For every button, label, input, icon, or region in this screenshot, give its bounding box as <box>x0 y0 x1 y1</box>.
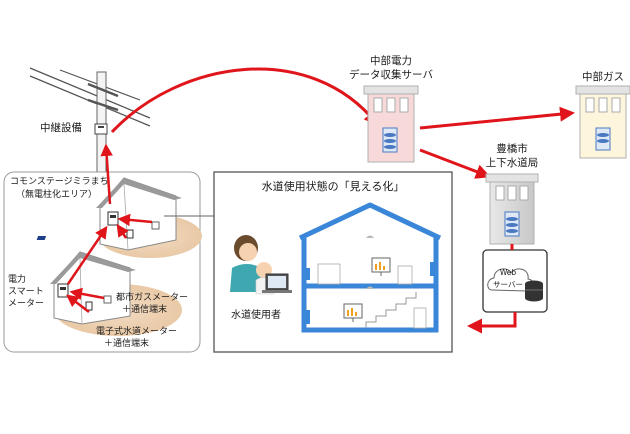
arrow-water-to-meter <box>116 223 129 239</box>
web-server-label-1: Web <box>500 268 517 277</box>
arrow-meter-to-relay <box>100 143 113 205</box>
arrow-gas-to-meter <box>117 213 153 227</box>
smart-meter-icon <box>107 211 119 226</box>
arrow-web-to-visualization <box>467 312 517 334</box>
chubu-power-label-2: データ収集サーバ <box>349 68 433 81</box>
water-user-illustration <box>230 235 292 295</box>
toyohashi-building <box>485 173 539 245</box>
smart-meter-icon <box>57 283 69 298</box>
web-server <box>482 249 548 313</box>
toyohashi-label-2: 上下水道局 <box>486 156 539 169</box>
arrow-water-lower <box>66 294 90 313</box>
arrow-power-to-gas <box>419 106 575 130</box>
house-cross-section <box>298 202 442 333</box>
arrow-gas-lower <box>69 287 105 300</box>
chubu-gas-label: 中部ガス <box>582 70 624 83</box>
water-meter-label-2: ＋通信端末 <box>104 337 149 349</box>
toyohashi-label-1: 豊橋市 <box>496 142 528 155</box>
community-label-2: （無電柱化エリア） <box>16 188 97 200</box>
arrow-relay-to-power <box>110 67 379 134</box>
chubu-power-label-1: 中部電力 <box>370 54 412 67</box>
visualization-title: 水道使用状態の「見える化」 <box>262 179 405 193</box>
chubu-power-building <box>363 85 419 163</box>
gas-meter-label-2: ＋通信端末 <box>122 303 167 315</box>
relay-device <box>94 123 108 135</box>
web-server-label-2: サーバー <box>493 280 523 289</box>
visualization-box <box>213 171 453 353</box>
gas-meter-label-1: 都市ガスメーター <box>116 291 188 303</box>
smart-meter-label-2: スマート <box>8 287 44 297</box>
community-label-1: コモンステージミラまち <box>10 176 109 187</box>
smart-meter-label-3: メーター <box>8 298 44 309</box>
relay-label: 中継設備 <box>40 121 82 134</box>
chubu-gas-building <box>575 85 630 159</box>
user-label: 水道使用者 <box>231 308 281 321</box>
smart-meter-label-1: 電力 <box>8 273 26 285</box>
arrow-power-to-water <box>419 148 491 179</box>
arrow-lower-to-upper <box>66 225 108 285</box>
water-meter-label-1: 電子式水道メーター <box>96 325 177 337</box>
